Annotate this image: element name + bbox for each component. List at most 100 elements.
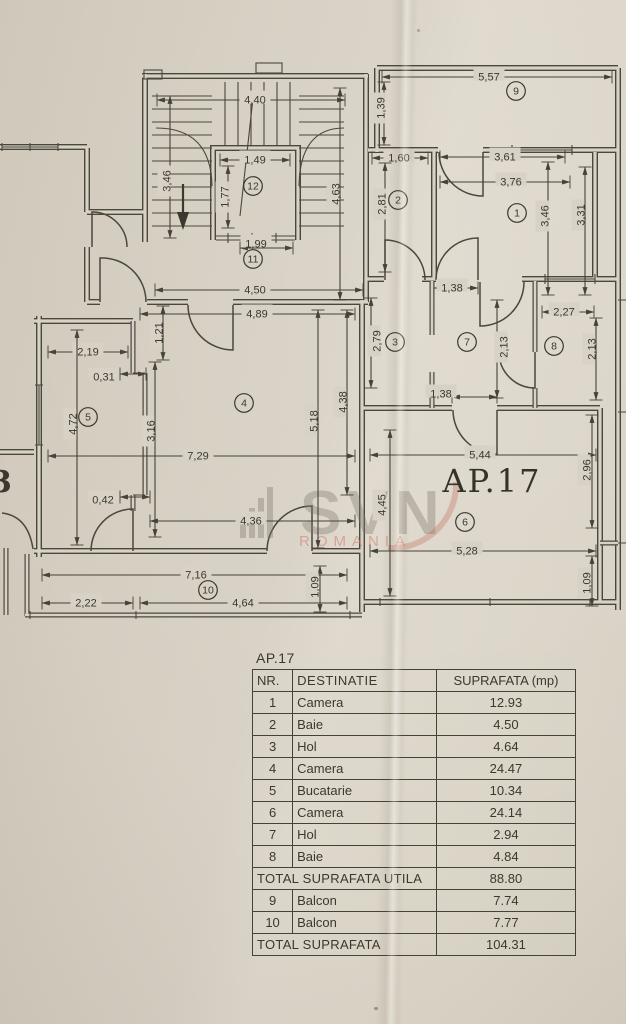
dim-label: 2,19 xyxy=(77,347,98,359)
dim-label: 2,22 xyxy=(75,598,96,610)
cell-dest: Balcon xyxy=(292,889,437,912)
dim-label: 1,77 xyxy=(220,186,232,207)
dim-label: 2,81 xyxy=(377,193,389,214)
dim-room1-h1: 3,46 xyxy=(535,161,555,296)
dim-room2-w: 1,60 xyxy=(371,148,429,165)
total-utila-value: 88.80 xyxy=(435,867,577,890)
dim-niche-0-31: 0,31 xyxy=(88,367,147,384)
table-row: 7 Hol 2.94 xyxy=(251,823,577,846)
table-row: 8 Baie 4.84 xyxy=(251,845,577,868)
paper-speck xyxy=(417,29,420,32)
dim-room6-bottom: 5,28 xyxy=(369,541,597,558)
dim-label: 0,31 xyxy=(93,372,114,384)
floor-plan: SVN ROMANIA AP.17 3 4,403,464,631,491,77… xyxy=(0,62,626,619)
table-row: 1 Camera 12.93 xyxy=(251,691,577,714)
dim-label: 4,45 xyxy=(377,494,389,515)
room-number-label: 6 xyxy=(462,517,468,529)
dim-label: 4,63 xyxy=(331,183,343,204)
room-number-label: 11 xyxy=(248,254,259,266)
dim-label: 5,28 xyxy=(456,546,477,558)
room-number-3: 3 xyxy=(385,332,405,352)
cell-dest: Hol xyxy=(292,823,437,846)
dim-label: 1,09 xyxy=(582,572,594,593)
dim-label: 4,89 xyxy=(246,309,267,321)
table-row: 6 Camera 24.14 xyxy=(251,801,577,824)
dim-kitchen-w: 2,19 xyxy=(47,342,129,359)
dim-balc9-w: 5,57 xyxy=(381,67,613,84)
room-number-12: 12 xyxy=(243,176,263,196)
dim-label: 1,60 xyxy=(388,153,409,165)
dim-stair-left: 3,46 xyxy=(157,95,177,239)
table-row: 4 Camera 24.47 xyxy=(251,757,577,780)
cell-dest: Baie xyxy=(292,713,437,736)
dim-balc9-d: 1,39 xyxy=(371,81,391,146)
dim-room1-top: 3,61 xyxy=(439,147,566,164)
cell-nr: 1 xyxy=(251,691,294,714)
cell-sup: 7.74 xyxy=(435,889,577,912)
cell-nr: 7 xyxy=(251,823,294,846)
doors xyxy=(1,151,536,552)
room-number-7: 7 xyxy=(457,332,477,352)
dim-label: 3,31 xyxy=(576,204,588,225)
header-suprafata: SUPRAFATA (mp) xyxy=(435,669,577,692)
dim-label: 3,46 xyxy=(540,205,552,226)
room-number-5: 5 xyxy=(78,407,98,427)
dim-label: 5,57 xyxy=(478,72,499,84)
dim-lift-h: 1,77 xyxy=(215,165,235,229)
dim-room6-right: 2,96 xyxy=(577,414,599,529)
dim-label: 1,39 xyxy=(376,97,388,118)
header-nr: NR. xyxy=(251,669,294,692)
dim-room3-h: 2,79 xyxy=(364,297,384,389)
dim-room1-w: 3,76 xyxy=(439,172,571,189)
dim-room2-h: 2,81 xyxy=(372,162,392,273)
cell-sup: 4.64 xyxy=(435,735,577,758)
dim-label: 1,09 xyxy=(310,576,322,597)
apartment-label: AP.17 xyxy=(441,462,541,500)
cell-nr: 9 xyxy=(251,889,294,912)
cell-nr: 10 xyxy=(251,911,294,934)
table-total-utila-row: TOTAL SUPRAFATA UTILA 88.80 xyxy=(252,867,577,890)
dim-label: 2,13 xyxy=(499,336,511,357)
edge-partial-label: 3 xyxy=(0,465,12,500)
room-number-label: 3 xyxy=(392,337,398,349)
room-number-9: 9 xyxy=(506,81,526,101)
dim-label: 3,46 xyxy=(162,170,174,191)
dim-label: 1,38 xyxy=(430,389,451,401)
dim-niche-1-21: 1,21 xyxy=(149,305,170,361)
table-row: 9 Balcon 7.74 xyxy=(251,889,577,912)
dim-label: 4,50 xyxy=(244,285,265,297)
watermark: SVN ROMANIA xyxy=(240,479,460,552)
dim-label: 0,42 xyxy=(92,495,113,507)
dim-room4-bottom: 4,36 xyxy=(149,511,356,528)
dimension-layer: 4,403,464,631,491,771,994,505,571,391,60… xyxy=(41,67,613,613)
dim-label: 4,36 xyxy=(240,516,261,528)
dim-wall-3-16: 3,16 xyxy=(141,361,162,538)
dim-label: 7,16 xyxy=(185,570,206,582)
cell-sup: 4.50 xyxy=(435,713,577,736)
dim-label: 2,79 xyxy=(372,330,384,351)
cell-dest: Camera xyxy=(292,801,437,824)
dim-hall-w: 4,50 xyxy=(154,280,364,297)
dim-width-7-29: 7,29 xyxy=(47,446,356,463)
dim-label: 1,38 xyxy=(441,283,462,295)
room-number-label: 8 xyxy=(551,341,557,353)
dim-label: 4,64 xyxy=(232,598,253,610)
dim-label: 4,72 xyxy=(68,413,80,434)
cell-dest: Balcon xyxy=(292,911,437,934)
dim-label: 2,96 xyxy=(582,459,594,480)
dim-room7-h: 2,13 xyxy=(490,299,511,399)
dim-room4-top: 4,89 xyxy=(139,304,356,321)
room-number-11: 11 xyxy=(243,249,263,269)
dim-label: 3,16 xyxy=(146,420,158,441)
cell-nr: 3 xyxy=(251,735,294,758)
room-number-label: 4 xyxy=(241,398,247,410)
table-title: AP.17 xyxy=(256,650,295,666)
cell-dest: Baie xyxy=(292,845,437,868)
dim-stair-top: 4,40 xyxy=(156,90,346,107)
dim-room6-top: 5,44 xyxy=(369,445,597,462)
dim-room8-w: 2,27 xyxy=(541,302,595,319)
watermark-text: SVN xyxy=(300,479,445,548)
dim-lift-clear: 1,99 xyxy=(239,234,294,255)
dim-room7-door: 1,38 xyxy=(425,384,498,404)
